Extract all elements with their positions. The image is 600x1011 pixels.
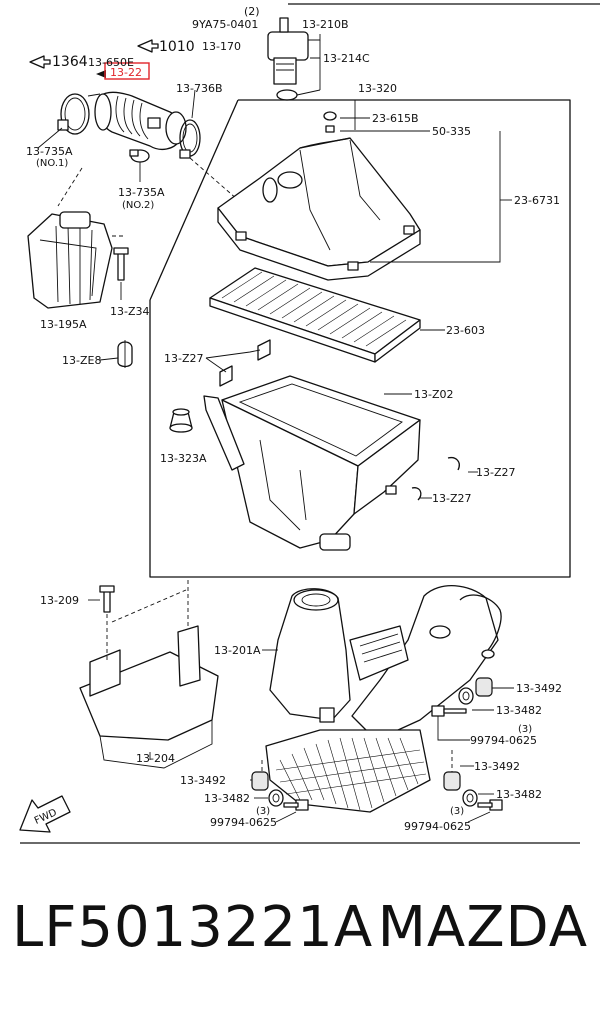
ref-arrow-1010-icon bbox=[137, 39, 159, 53]
label-clamp-735a-1: 13-735A bbox=[26, 145, 73, 158]
label-bolt-209: 13-209 bbox=[40, 594, 79, 607]
insulator-3492-right bbox=[475, 677, 493, 697]
clamp-735a-no2 bbox=[129, 149, 150, 163]
label-bolt-top: 9YA75-0401 bbox=[192, 18, 258, 31]
ref-arrow-1364-icon bbox=[29, 55, 51, 69]
label-ref-170: 13-170 bbox=[202, 40, 241, 53]
label-grommet-323a: 13-323A bbox=[160, 452, 207, 465]
label-bolt-z34: 13-Z34 bbox=[110, 305, 150, 318]
fwd-arrow-icon bbox=[19, 795, 71, 833]
clamp-735a-no1 bbox=[57, 93, 90, 135]
intake-hose bbox=[94, 91, 187, 151]
collar-3482-bottom-right bbox=[462, 789, 478, 807]
label-sensor-214c: 13-214C bbox=[323, 52, 370, 65]
label-bolt-count-right: (3) bbox=[518, 724, 532, 735]
label-collar-3482-bottom-right: 13-3482 bbox=[496, 788, 542, 801]
lead-214c bbox=[310, 40, 321, 59]
clip-z27-top bbox=[219, 339, 271, 387]
label-resonator-195a: 13-195A bbox=[40, 318, 87, 331]
label-ref-1364: 1364 bbox=[52, 54, 88, 70]
brand-name: MAZDA bbox=[377, 895, 588, 960]
air-cleaner-cover bbox=[217, 111, 421, 281]
lead-736b bbox=[191, 89, 196, 119]
label-cover-6731: 23-6731 bbox=[514, 194, 560, 207]
small-arrow-icon bbox=[96, 70, 106, 78]
connector-hose-cover bbox=[189, 157, 239, 201]
label-intake-hose: 13-22 bbox=[110, 66, 142, 79]
label-collar-3482-left: 13-3482 bbox=[204, 792, 250, 805]
label-clip-z27-c: 13-Z27 bbox=[432, 492, 472, 505]
label-duct-201a: 13-201A bbox=[214, 644, 261, 657]
clip-ze8 bbox=[117, 340, 133, 368]
label-bolt-count-left: (3) bbox=[256, 806, 270, 817]
label-clip-z27-b: 13-Z27 bbox=[476, 466, 516, 479]
label-bolt-bottom-right: 99794-0625 bbox=[404, 820, 471, 833]
label-insulator-3492-bottom-right: 13-3492 bbox=[474, 760, 520, 773]
label-element-603: 23-603 bbox=[446, 324, 485, 337]
label-clip-z27-a: 13-Z27 bbox=[164, 352, 204, 365]
lead-735a-1 bbox=[37, 127, 63, 149]
label-ref-650e: 13-650E bbox=[88, 56, 134, 69]
lead-bolt-br bbox=[467, 811, 491, 823]
label-part-335: 50-335 bbox=[432, 125, 471, 138]
exploded-parts-diagram: (2) 9YA75-0401 13-210B 13-214C 1364 13-6… bbox=[19, 3, 600, 844]
clamp-736b bbox=[179, 119, 201, 159]
resonator bbox=[27, 211, 113, 309]
highlight-box-13-22 bbox=[104, 62, 150, 80]
label-collar-3482-right: 13-3482 bbox=[496, 704, 542, 717]
lead-z27-a2 bbox=[205, 357, 227, 373]
label-sensor-210b: 13-210B bbox=[302, 18, 349, 31]
connector-bracket-case bbox=[111, 589, 187, 623]
label-part-615b: 23-615B bbox=[372, 112, 419, 125]
label-insulator-3492-left: 13-3492 bbox=[180, 774, 226, 787]
lead-13-22 bbox=[87, 93, 101, 97]
lead-210b bbox=[308, 34, 321, 41]
label-ref-1010: 1010 bbox=[159, 39, 195, 55]
lead-z27-a bbox=[205, 349, 261, 359]
bolt-99794-bottom-right bbox=[477, 799, 503, 811]
grommet-323a bbox=[169, 408, 193, 433]
lead-oring-2 bbox=[296, 89, 321, 96]
lead-bolt-r bbox=[437, 716, 470, 741]
assembly-boundary bbox=[149, 99, 571, 578]
assembly-boundary-diag bbox=[149, 99, 239, 301]
air-cleaner-case bbox=[203, 375, 421, 551]
lead-6731 bbox=[370, 131, 501, 263]
bolt-209 bbox=[99, 585, 115, 613]
label-clip-ze8: 13-ZE8 bbox=[62, 354, 101, 367]
label-bolt-count-bottom-right: (3) bbox=[450, 806, 464, 817]
label-clamp-735a-2-note: (NO.2) bbox=[122, 200, 154, 211]
air-duct-201a bbox=[265, 584, 502, 813]
lead-bolt-l bbox=[275, 811, 297, 823]
air-filter-element bbox=[209, 267, 421, 363]
insulator-3492-left bbox=[251, 771, 269, 791]
bolt-99794-right bbox=[431, 705, 467, 717]
bracket-204 bbox=[79, 625, 219, 769]
insulator-3492-bottom-right bbox=[443, 771, 461, 791]
airflow-sensor bbox=[267, 17, 309, 101]
collar-3482-right bbox=[458, 687, 474, 705]
label-bracket-204: 13-204 bbox=[136, 752, 175, 765]
label-clamp-735a-2: 13-735A bbox=[118, 186, 165, 199]
label-bolt-count-top: (2) bbox=[244, 5, 260, 18]
collar-3482-left bbox=[268, 789, 284, 807]
label-clamp-736b: 13-736B bbox=[176, 82, 223, 95]
bolt-z34 bbox=[113, 247, 129, 281]
label-clamp-735a-1-note: (NO.1) bbox=[36, 158, 68, 169]
connector-hose-resonator bbox=[57, 167, 83, 207]
label-insulator-3492-right: 13-3492 bbox=[516, 682, 562, 695]
label-bolt-right: 99794-0625 bbox=[470, 734, 537, 747]
label-bolt-left: 99794-0625 bbox=[210, 816, 277, 829]
label-case-z02: 13-Z02 bbox=[414, 388, 454, 401]
lead-ze8 bbox=[99, 357, 119, 361]
label-cover-320: 13-320 bbox=[358, 82, 397, 95]
clip-z27-right bbox=[411, 456, 460, 501]
part-number: LF5013221A bbox=[12, 895, 374, 960]
bolt-99794-left bbox=[283, 799, 309, 811]
